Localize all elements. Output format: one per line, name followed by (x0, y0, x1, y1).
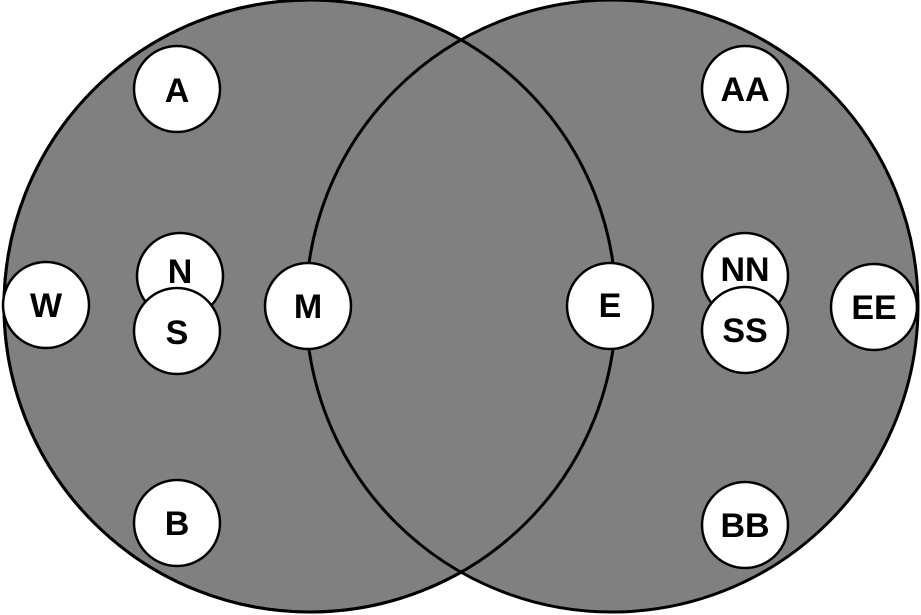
node-m-label: M (294, 288, 322, 326)
node-bb-label: BB (720, 507, 769, 545)
node-s: S (132, 286, 222, 376)
node-aa-label: AA (720, 71, 769, 109)
node-nn-label: NN (720, 251, 769, 289)
node-ss-label: SS (722, 312, 767, 350)
node-a: A (132, 44, 222, 134)
node-n-label: N (168, 253, 193, 291)
node-b: B (132, 478, 222, 568)
node-m: M (263, 261, 353, 351)
node-ee-label: EE (851, 289, 896, 327)
node-e: E (565, 261, 655, 351)
node-s-label: S (166, 314, 189, 352)
node-a-label: A (165, 72, 190, 110)
node-bb: BB (700, 480, 790, 570)
node-aa: AA (700, 44, 790, 134)
node-e-label: E (599, 287, 622, 325)
node-w: W (1, 260, 91, 350)
node-ee: EE (829, 262, 919, 352)
node-ss: SS (700, 285, 790, 375)
node-b-label: B (165, 505, 190, 543)
node-w-label: W (30, 287, 63, 325)
